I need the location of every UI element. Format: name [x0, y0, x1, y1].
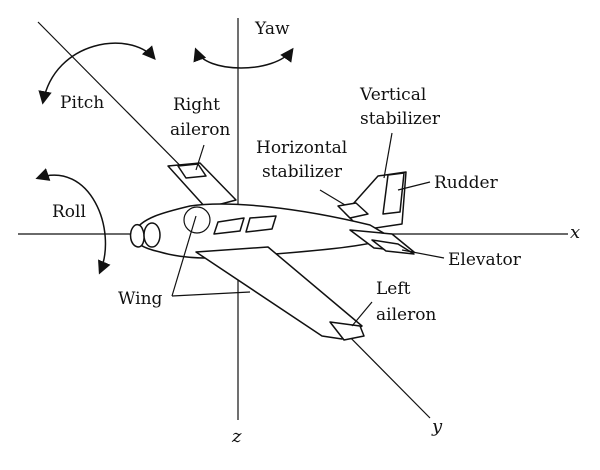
horizontal-stabilizer	[337, 202, 369, 219]
fuselage	[133, 203, 393, 259]
left-aileron-leader	[351, 301, 373, 327]
wing-leader-2	[171, 291, 251, 297]
horizontal-stabilizer-label-1: Horizontal	[256, 138, 347, 158]
wing-label: Wing	[118, 289, 163, 309]
left-aileron	[329, 321, 365, 341]
right-aileron-label-1: Right	[173, 95, 220, 115]
right-aileron-leader	[195, 144, 205, 171]
x-axis-label: x	[570, 222, 580, 243]
rudder	[382, 172, 405, 215]
propeller	[129, 223, 145, 248]
horizontal-stabilizer-leader	[319, 189, 346, 206]
vertical-stabilizer-label-1: Vertical	[359, 85, 426, 105]
vertical-stabilizer-label-2: stabilizer	[360, 109, 441, 129]
pitch-label: Pitch	[60, 93, 104, 113]
right-aileron-label-2: aileron	[170, 120, 230, 140]
roll-label: Roll	[52, 202, 86, 222]
z-axis-label: z	[231, 426, 242, 447]
yaw-label: Yaw	[254, 19, 290, 39]
right-aileron	[177, 163, 207, 179]
left-aileron-label-1: Left	[376, 279, 411, 299]
yaw-arrow	[193, 47, 294, 69]
roll-arrow	[35, 168, 111, 275]
y-axis-label: y	[431, 416, 443, 437]
window-front	[213, 217, 245, 235]
left-aileron-label-2: aileron	[376, 305, 436, 325]
window-rear	[245, 215, 277, 233]
elevator-leader	[401, 249, 445, 259]
rudder-leader	[397, 181, 431, 191]
horizontal-stabilizer-label-2: stabilizer	[262, 162, 343, 182]
engine-cowl	[183, 206, 211, 234]
nose-spinner	[143, 222, 161, 248]
rudder-label: Rudder	[434, 173, 499, 193]
wing-leader-1	[171, 215, 197, 297]
elevator-label: Elevator	[448, 250, 522, 270]
pitch-arrow	[38, 42, 156, 105]
vertical-stabilizer-leader	[383, 132, 393, 179]
